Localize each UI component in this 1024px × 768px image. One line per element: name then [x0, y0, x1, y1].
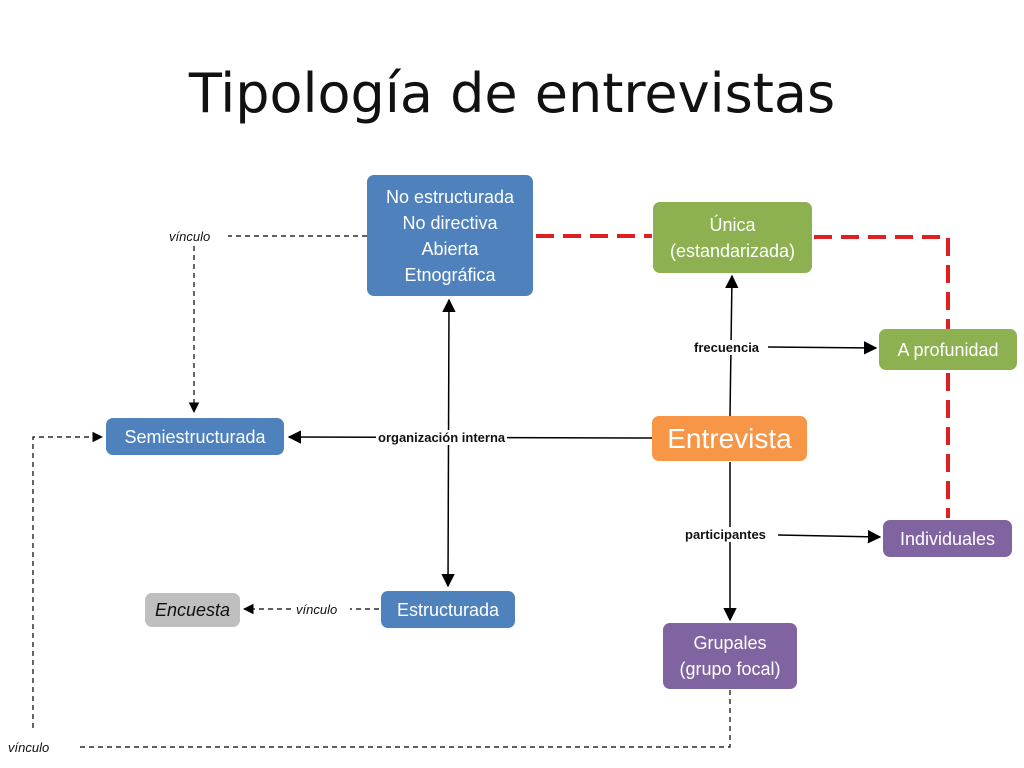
red-dashed-link	[536, 234, 950, 518]
vinculo-bottom-link	[76, 690, 731, 748]
node-a-profundidad: A profunidad	[879, 329, 1017, 370]
frecuencia-arrow	[767, 341, 878, 355]
label-vinculo-top: vínculo	[167, 229, 213, 244]
label-vinculo-bottom: vínculo	[6, 740, 52, 755]
node-individuales: Individuales	[883, 520, 1012, 557]
node-no-estructurada-line3: Abierta	[421, 238, 479, 259]
node-no-estructurada-line4: Etnográfica	[404, 264, 496, 285]
node-no-estructurada-line2: No directiva	[402, 212, 498, 233]
node-unica-line2: (estandarizada)	[669, 240, 796, 261]
label-frecuencia: frecuencia	[692, 340, 762, 355]
page-title: Tipología de entrevistas	[188, 62, 836, 125]
node-no-estructurada: No estructurada No directiva Abierta Etn…	[367, 175, 533, 296]
label-participantes: participantes	[683, 527, 768, 542]
participantes-arrow	[777, 530, 882, 544]
node-grupales: Grupales (grupo focal)	[663, 623, 797, 689]
node-semiestructurada: Semiestructurada	[106, 418, 284, 455]
vinculo-left-up	[32, 431, 104, 728]
node-unica-line1: Única	[709, 214, 756, 235]
label-organizacion-interna: organización interna	[376, 430, 508, 445]
node-grupales-line2: (grupo focal)	[679, 659, 781, 679]
node-estructurada: Estructurada	[381, 591, 515, 628]
node-grupales-line1: Grupales	[693, 633, 767, 653]
node-unica: Única (estandarizada)	[653, 202, 812, 273]
label-vinculo-mid: vínculo	[294, 602, 340, 617]
node-encuesta: Encuesta	[145, 593, 240, 627]
node-no-estructurada-line1: No estructurada	[385, 186, 515, 207]
node-entrevista: Entrevista	[652, 416, 807, 461]
